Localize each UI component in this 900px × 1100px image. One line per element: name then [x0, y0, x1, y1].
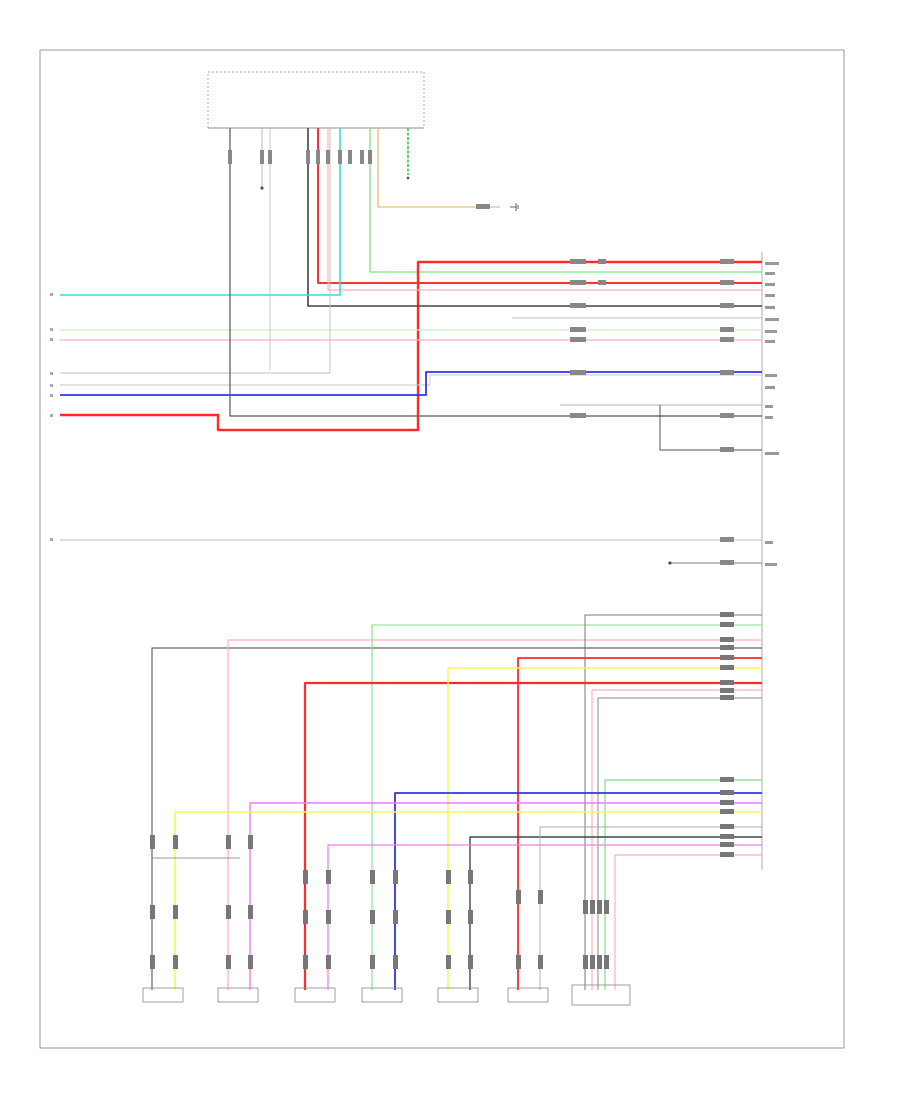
wire-gray-4 [659, 405, 762, 451]
wire-pink-1 [327, 128, 762, 291]
speaker-connectors [150, 612, 734, 969]
wire-spk-magenta-1 [249, 802, 762, 990]
wire-blue [60, 371, 762, 396]
wire-spk-gray-1 [151, 647, 762, 990]
wire-spk-gray-4 [539, 826, 762, 990]
speaker-4 [361, 987, 403, 1003]
wire-spk-magenta-2 [327, 844, 762, 990]
wire-spk-red-2 [517, 657, 762, 990]
speaker-6 [507, 987, 549, 1003]
wire-lightgray-1 [60, 128, 331, 374]
wire-brown [377, 128, 500, 208]
wire-red-top [60, 260, 762, 432]
radio-pin-labels [765, 262, 779, 566]
top-module [207, 71, 425, 129]
wire-spk-yellow-2 [174, 811, 762, 990]
wire-spk-pink-2 [591, 689, 762, 990]
speaker-2 [217, 987, 259, 1003]
wire-lightgray-2 [60, 374, 762, 386]
ground-icon [510, 203, 519, 211]
wire-spk-green-1 [371, 624, 762, 990]
wire-spk-blue [394, 792, 762, 990]
wire-spk-red-1 [303, 681, 762, 990]
wire-spk-green-2 [604, 779, 762, 990]
connector-pin-icon [260, 176, 672, 565]
speakers [142, 984, 631, 1006]
wire-spk-pink-1 [227, 639, 762, 990]
left-pin-marks [50, 293, 53, 541]
wire-spk-pink-3 [614, 854, 762, 990]
diagram-frame [39, 49, 845, 1049]
speaker-5 [437, 987, 479, 1003]
speaker-wires [151, 614, 762, 990]
wire-green-top [369, 128, 762, 273]
speaker-7 [571, 984, 631, 1006]
wire-spk-dark [469, 836, 762, 990]
wire-spk-gray-3 [597, 697, 762, 990]
wire-red-2 [317, 128, 762, 284]
speaker-3 [294, 987, 336, 1003]
upper-wires [60, 128, 762, 564]
wire-spk-gray-2 [584, 614, 762, 990]
wire-cyan [60, 128, 341, 296]
speaker-1 [142, 987, 184, 1003]
wire-dark-1 [307, 128, 762, 307]
upper-connectors [228, 150, 734, 565]
